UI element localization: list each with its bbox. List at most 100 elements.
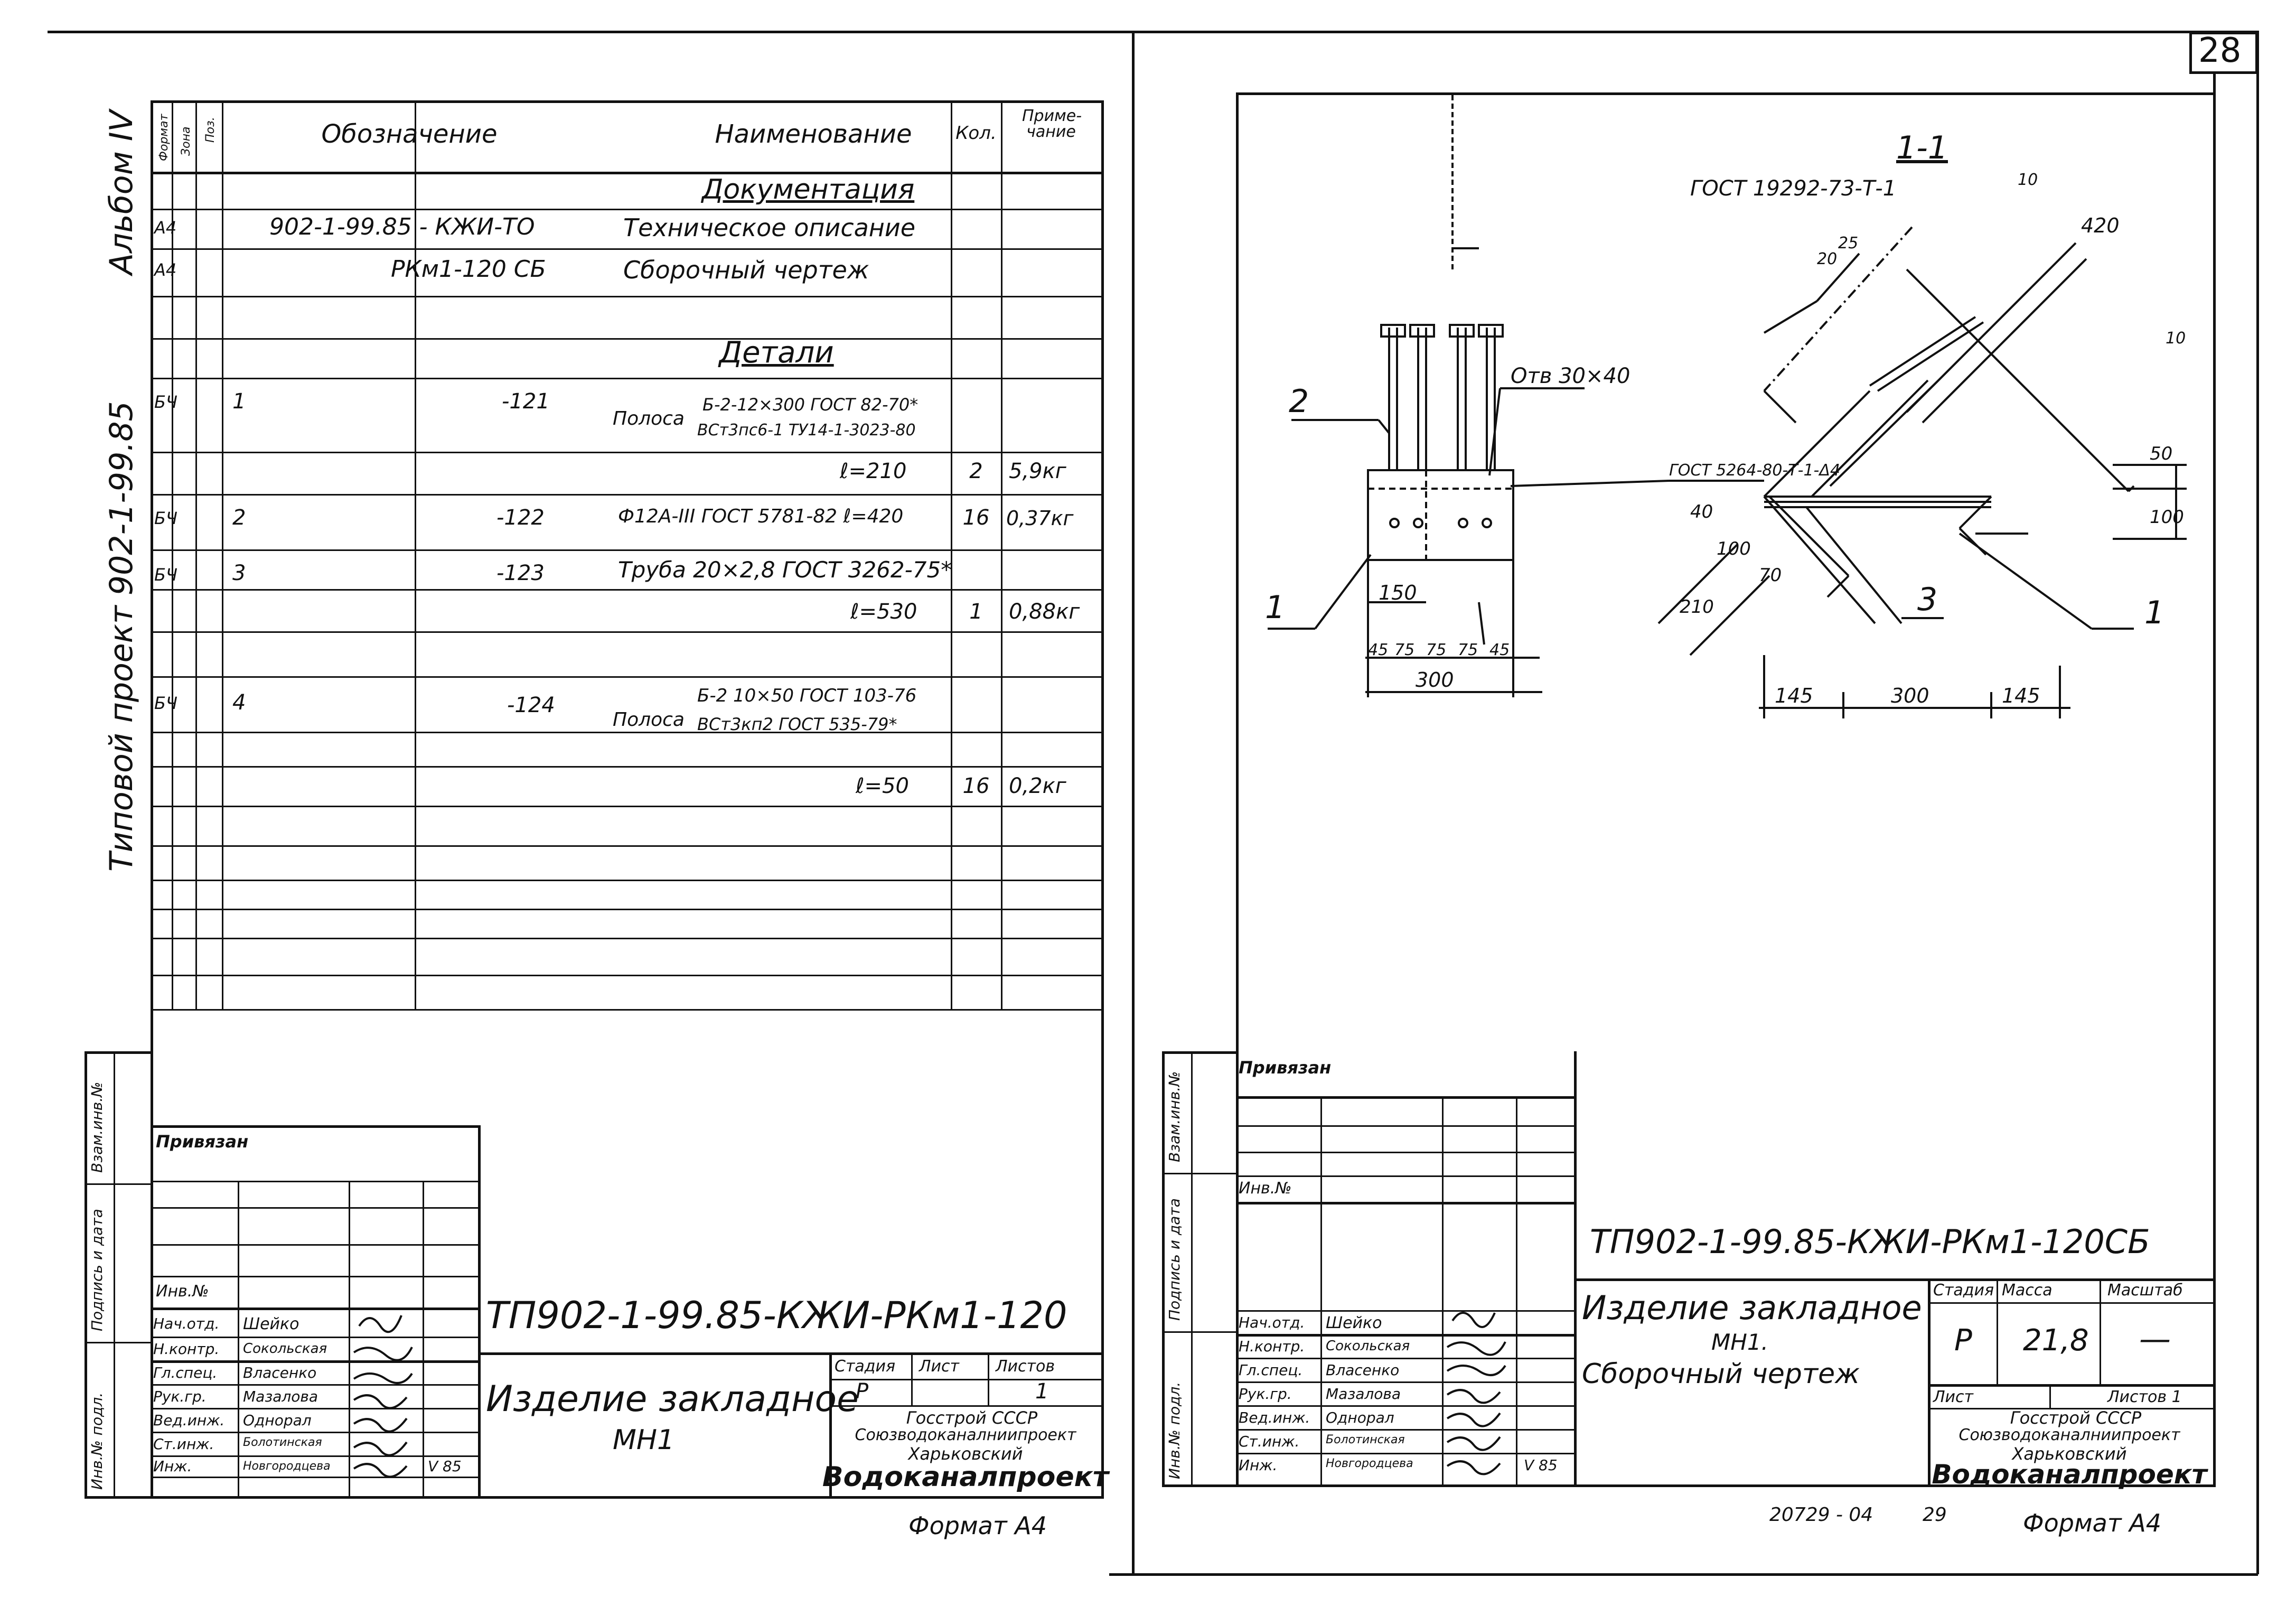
spec-designation: -123 [496,561,545,585]
spec-format: А4 [154,260,177,280]
spec-name: Полоса [613,709,685,731]
spec-row-line [151,338,1101,340]
bind-line [151,1308,478,1310]
side-stamp-vzam: Взам.инв.№ [88,1081,106,1173]
pos-label-1b: 1 [2144,594,2164,631]
dim-10a: 10 [2018,171,2038,189]
sign-role: Ст.инж. [153,1435,214,1453]
bind-col [423,1181,424,1498]
spec-designation: РКм1-120 СБ [391,256,546,283]
side-stamp-line [1162,1331,1236,1333]
spec-col-line [415,100,416,1009]
spec-pos: 3 [232,561,246,585]
spec-row-line [151,676,1101,678]
dim-50: 50 [2150,443,2172,464]
stage-label: Стадия [835,1357,896,1376]
sign-role: Рук.гр. [1239,1385,1292,1403]
privyazan-label: Привязан [1239,1058,1332,1078]
bind-line [151,1125,478,1128]
dim-145a: 145 [1775,684,1813,707]
sign-role: Нач.отд. [153,1315,220,1332]
side-stamp-sign: Подпись и дата [88,1209,106,1331]
title-line [988,1352,989,1405]
side-stamp-line [114,1051,115,1498]
side-stamp-sign: Подпись и дата [1166,1198,1183,1321]
bind-line [1236,1096,1574,1099]
spec-row-line [151,880,1101,881]
dim-75c: 75 [1458,641,1478,659]
footer-page: 29 [1923,1504,1947,1526]
mass-value: 21,8 [2023,1323,2089,1358]
sheet-label: Лист [919,1357,960,1376]
dim-20: 20 [1817,250,1837,268]
spec-col-line [1001,100,1002,1009]
side-stamp-line [1162,1051,1236,1054]
dim-75b: 75 [1426,641,1446,659]
bind-line [1574,1051,1577,1484]
spec-name: ℓ=530 [850,600,917,624]
spec-pos: 4 [232,690,246,715]
outer-right-line [2256,31,2259,1574]
signature-marks [1446,1312,1506,1475]
bind-line [1236,1175,1574,1177]
spec-name: ВСт3пс6-1 ТУ14-1-3023-80 [697,421,916,440]
right-frame-bottom [1162,1484,2216,1487]
right-frame-right [2213,74,2216,1487]
dim-145b: 145 [2002,684,2040,707]
spec-row-line [151,938,1101,939]
sign-name: Сокольская [243,1341,327,1357]
hdr-note: Приме-чание [1022,107,1082,141]
mass-label: Масса [2002,1281,2053,1300]
title-line [829,1352,832,1498]
left-frame-right [1101,100,1104,1498]
sign-line [1236,1453,1574,1454]
right-frame-top [1236,92,2216,95]
spec-designation: -121 [502,389,550,414]
title-line [1574,1278,2213,1281]
sign-role: Нач.отд. [1239,1314,1305,1331]
dim-45a: 45 [1368,641,1388,659]
spec-name: Ф12А-III ГОСТ 5781-82 ℓ=420 [618,506,904,527]
sheets-value: 1 [1035,1379,1049,1404]
spec-col-line [195,100,197,1009]
sign-role: Инж. [153,1458,192,1475]
spec-row-line [151,248,1101,250]
sign-line [1236,1429,1574,1431]
sign-line [151,1455,478,1457]
sign-name: Болотинская [243,1436,322,1449]
drawing-code: ТП902-1-99.85-КЖИ-РКм1-120СБ [1590,1222,2150,1261]
sign-line [151,1337,478,1338]
gost-weld-2: ГОСТ 5264-80-Т-1-Δ4 [1669,461,1840,480]
dim-45b: 45 [1489,641,1510,659]
hdr-designation: Обозначение [321,119,498,149]
side-stamp-line [1191,1051,1193,1484]
sign-role: Вед.инж. [1239,1409,1310,1426]
drawing-code: ТП902-1-99.85-КЖИ-РКм1-120 [486,1294,1067,1337]
title-line [1997,1278,1998,1384]
sign-name: Шейко [1326,1314,1382,1332]
spec-row-line [151,631,1101,633]
footer-number: 20729 - 04 [1769,1504,1873,1526]
side-stamp-line [85,1051,151,1054]
sign-line [151,1408,478,1409]
org-2: Союзводоканалниипроект [855,1426,1076,1444]
project-label: Типовой проект 902-1-99.85 [103,401,140,872]
sign-name: Шейко [243,1315,299,1333]
spec-row-line [151,975,1101,976]
sign-name: Однорал [243,1412,312,1429]
hdr-pos: Поз. [204,117,217,143]
side-stamp-line [1162,1173,1236,1174]
hole-label: Отв 30×40 [1511,364,1630,388]
side-stamp-line [85,1051,87,1498]
spec-name: ℓ=210 [840,459,907,483]
spec-row-line [151,1009,1101,1011]
sign-name: Власенко [1326,1361,1400,1379]
gost-weld-1: ГОСТ 19292-73-Т-1 [1690,176,1896,201]
title-line [2100,1278,2101,1384]
inv-no-label: Инв.№ [1239,1179,1292,1198]
bind-col [1516,1096,1517,1484]
spec-row-line [151,296,1101,297]
org-1: Госстрой СССР [906,1408,1038,1428]
dim-300a: 300 [1416,668,1454,692]
spec-name: Сборочный чертеж [623,256,869,284]
